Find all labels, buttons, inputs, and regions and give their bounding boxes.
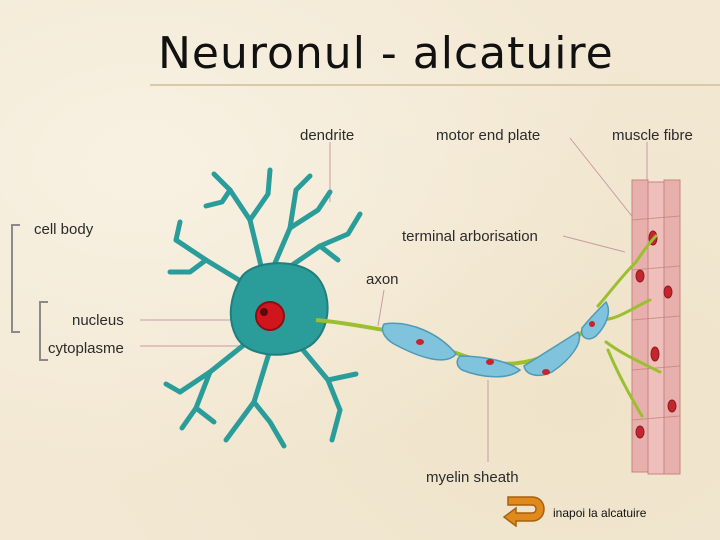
label-cytoplasme: cytoplasme [48,340,124,357]
back-to-structure-link[interactable]: inapoi la alcatuire [553,506,647,520]
label-axon: axon [366,271,399,288]
label-terminal-arborisation: terminal arborisation [402,228,538,245]
myelin-sheath [381,300,610,378]
page-title: Neuronul - alcatuire [158,28,614,79]
label-nucleus: nucleus [72,312,124,329]
label-muscle-fibre: muscle fibre [612,127,693,144]
nucleus-shape [255,301,285,331]
return-arrow-icon[interactable] [500,493,546,527]
label-dendrite: dendrite [300,127,354,144]
title-divider [150,84,720,86]
label-cell-body: cell body [34,221,94,238]
diagram-labels: dendrite motor end plate muscle fibre ce… [34,127,693,486]
label-motor-end-plate: motor end plate [436,127,540,144]
leader-lines [140,137,648,462]
muscle-fibres [631,179,681,475]
neuron-diagram: dendrite motor end plate muscle fibre ce… [11,127,693,486]
label-myelin-sheath: myelin sheath [426,469,519,486]
schwann-nuclei [416,321,595,375]
cell-body [229,262,329,356]
dendrites [163,167,363,449]
label-brackets [11,224,48,361]
